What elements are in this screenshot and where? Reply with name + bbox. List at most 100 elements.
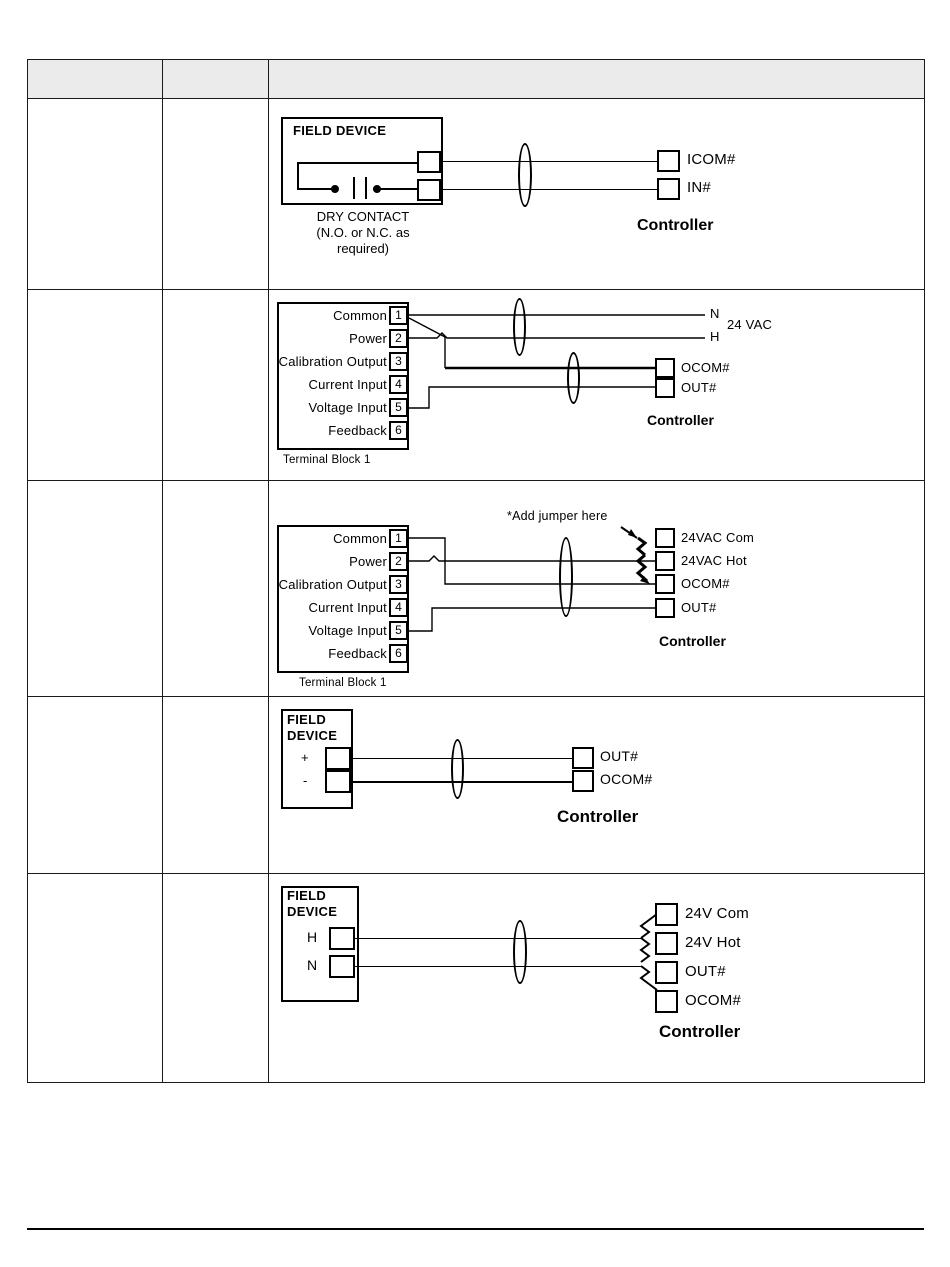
controller-label: Controller — [659, 1022, 741, 1041]
row2-cell-diagram: Common 1 Power 2 Calibration Output 3 Cu… — [268, 289, 925, 481]
controller-terminal-24vac-hot-label: 24VAC Hot — [681, 553, 747, 568]
device-terminal-minus — [325, 770, 351, 793]
controller-terminal-24vac-com-label: 24VAC Com — [681, 530, 755, 545]
row5-cell-b — [162, 873, 269, 1083]
row2-cell-a — [27, 289, 163, 481]
row5-cell-diagram: FIELD DEVICE H N — [268, 873, 925, 1083]
header-cell-1 — [27, 59, 163, 99]
caption-line-1: DRY CONTACT — [316, 209, 410, 224]
table-row: *Add jumper here Common 1 Power 2 Calibr… — [27, 480, 925, 697]
shield-marker-icon — [518, 143, 532, 207]
field-device-title-line2: DEVICE — [287, 728, 338, 743]
internal-wire-top — [297, 162, 419, 164]
caption-line-2: (N.O. or N.C. as — [316, 225, 410, 240]
tb-terminal-2: 2 — [389, 552, 408, 571]
tb-label-power: Power — [349, 554, 387, 569]
controller-terminal-out — [655, 378, 675, 398]
terminal-block-box — [277, 302, 409, 450]
contact-node-left — [331, 185, 339, 193]
table-row: FIELD DEVICE — [27, 98, 925, 290]
shield-marker-icon — [451, 739, 464, 799]
controller-terminal-icom-label: ICOM# — [687, 151, 736, 168]
tb-label-power: Power — [349, 331, 387, 346]
controller-terminal-24v-hot — [655, 932, 678, 955]
row3-cell-diagram: *Add jumper here Common 1 Power 2 Calibr… — [268, 480, 925, 697]
tb-label-feedback: Feedback — [328, 646, 387, 661]
device-terminal-top — [417, 151, 441, 173]
tb-label-current-input: Current Input — [308, 377, 387, 392]
footer-rule — [27, 1228, 924, 1230]
dry-contact-caption: DRY CONTACT (N.O. or N.C. as required) — [279, 209, 447, 257]
controller-terminal-in-label: IN# — [687, 179, 711, 196]
row3-wiring — [408, 526, 657, 632]
controller-terminal-out — [655, 961, 678, 984]
device-terminal-minus-label: - — [303, 773, 308, 788]
controller-terminal-out — [655, 598, 675, 618]
tb-terminal-1: 1 — [389, 306, 408, 325]
terminal-block-box — [277, 525, 409, 673]
row4-cell-a — [27, 696, 163, 874]
row3-cell-a — [27, 480, 163, 697]
controller-terminal-24vac-com — [655, 528, 675, 548]
controller-terminal-out-label: OUT# — [681, 600, 717, 615]
row2-cell-b — [162, 289, 269, 481]
device-terminal-bottom — [417, 179, 441, 201]
table-row: Common 1 Power 2 Calibration Output 3 Cu… — [27, 289, 925, 481]
row4-cell-diagram: FIELD DEVICE + - OUT# OCOM# — [268, 696, 925, 874]
tb-label-feedback: Feedback — [328, 423, 387, 438]
controller-label: Controller — [659, 633, 726, 649]
device-terminal-h-label: H — [307, 929, 318, 945]
tb-terminal-5: 5 — [389, 621, 408, 640]
tb-label-common: Common — [333, 308, 387, 323]
tb-label-current-input: Current Input — [308, 600, 387, 615]
supply-label-h: H — [710, 329, 720, 344]
controller-terminal-24v-hot-label: 24V Hot — [685, 934, 741, 951]
row1-cell-b — [162, 98, 269, 290]
field-device-title-line2: DEVICE — [287, 904, 338, 919]
tb-terminal-2: 2 — [389, 329, 408, 348]
terminal-block-jumper-diagram: *Add jumper here Common 1 Power 2 Calibr… — [269, 481, 924, 696]
controller-label: Controller — [647, 412, 714, 428]
contact-node-right — [373, 185, 381, 193]
tb-label-voltage-input: Voltage Input — [308, 623, 387, 638]
tb-label-common: Common — [333, 531, 387, 546]
controller-terminal-ocom — [655, 358, 675, 378]
row2-wiring — [408, 314, 705, 409]
row1-cell-diagram: FIELD DEVICE — [268, 98, 925, 290]
table-header-row — [27, 59, 925, 99]
controller-terminal-ocom-label: OCOM# — [681, 576, 730, 591]
tb-terminal-6: 6 — [389, 421, 408, 440]
row5-cell-a — [27, 873, 163, 1083]
row5-branching — [639, 913, 658, 991]
wire-hot — [355, 938, 641, 940]
shield-marker-icon-output — [567, 352, 580, 404]
controller-terminal-out-label: OUT# — [685, 963, 726, 980]
controller-terminal-ocom-label: OCOM# — [681, 360, 730, 375]
caption-line-3: required) — [336, 241, 390, 256]
field-device-24v-triac-diagram: FIELD DEVICE H N — [269, 874, 924, 1082]
controller-terminal-out-label: OUT# — [600, 748, 639, 764]
tb-terminal-5: 5 — [389, 398, 408, 417]
terminal-block-caption: Terminal Block 1 — [283, 454, 371, 466]
field-device-title-line1: FIELD — [287, 888, 327, 903]
controller-terminal-ocom — [655, 574, 675, 594]
controller-label: Controller — [557, 807, 639, 826]
contact-plate-right — [365, 177, 367, 199]
controller-terminal-ocom-label: OCOM# — [685, 992, 742, 1009]
field-device-box — [281, 117, 443, 205]
controller-terminal-ocom-label: OCOM# — [600, 771, 653, 787]
tb-label-voltage-input: Voltage Input — [308, 400, 387, 415]
wire-icom — [441, 161, 657, 162]
controller-terminal-icom — [657, 150, 680, 172]
tb-terminal-6: 6 — [389, 644, 408, 663]
device-terminal-plus — [325, 747, 351, 770]
shield-marker-icon — [513, 920, 527, 984]
wiring-diagram-table: FIELD DEVICE — [27, 59, 925, 1083]
controller-terminal-24vac-hot — [655, 551, 675, 571]
controller-terminal-24v-com-label: 24V Com — [685, 905, 749, 922]
controller-terminal-out — [572, 747, 594, 769]
header-cell-2 — [162, 59, 269, 99]
device-terminal-n — [329, 955, 355, 978]
dry-contact-input-diagram: FIELD DEVICE — [269, 99, 924, 289]
